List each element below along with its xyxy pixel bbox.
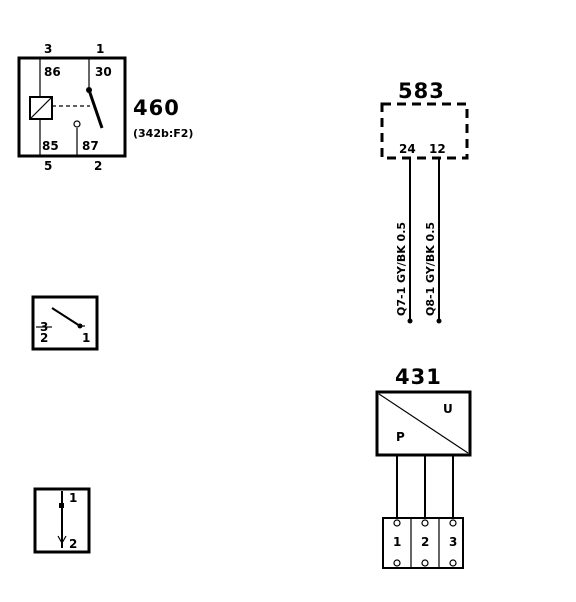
relay-term-87: 87 <box>82 139 99 153</box>
relay-term-86: 86 <box>44 65 61 79</box>
module-body <box>380 102 469 160</box>
wire-q7-label: Q7-1 GY/BK 0.5 <box>395 222 408 316</box>
wire-q8-label: Q8-1 GY/BK 0.5 <box>424 222 437 316</box>
relay-pin-3: 3 <box>44 42 52 56</box>
switch-a-pin-2: 2 <box>40 331 48 345</box>
relay-ref: (342b:F2) <box>133 127 193 140</box>
module-583: 583 24 12 Q7-1 GY/BK 0.5 Q8-1 GY/BK 0.5 <box>380 79 469 324</box>
sensor-pin-1: 1 <box>393 535 401 549</box>
relay-body <box>17 56 127 158</box>
switch-a-body <box>31 295 99 351</box>
relay-term-30: 30 <box>95 65 112 79</box>
module-id: 583 <box>398 79 445 103</box>
sensor-label-p: P <box>396 430 405 444</box>
switch-b: 1 2 <box>33 487 91 554</box>
switch-a-pin-3: 3 <box>40 320 48 334</box>
relay-pin-2: 2 <box>94 159 102 173</box>
sensor-pin-2: 2 <box>421 535 429 549</box>
relay-pin-5: 5 <box>44 159 52 173</box>
relay-460: 86 30 85 87 3 1 5 2 460 (342b:F2) <box>17 42 193 173</box>
switch-b-pin-2: 2 <box>69 537 77 551</box>
switch-a: 3 2 1 <box>31 295 99 351</box>
relay-pin-1: 1 <box>96 42 104 56</box>
switch-a-pin-1: 1 <box>82 331 90 345</box>
relay-coil <box>29 96 53 120</box>
switch-b-body <box>33 487 91 554</box>
sensor-id: 431 <box>395 365 442 389</box>
sensor-connector: 1 2 3 <box>382 517 464 569</box>
sensor-pin-3: 3 <box>449 535 457 549</box>
module-pin-24: 24 <box>399 142 416 156</box>
sensor-body <box>375 390 472 457</box>
sensor-431: 431 U P 1 2 3 <box>375 365 472 569</box>
switch-b-pin-1: 1 <box>69 491 77 505</box>
relay-id: 460 <box>133 96 180 120</box>
sensor-label-u: U <box>443 402 453 416</box>
relay-term-85: 85 <box>42 139 59 153</box>
module-pin-12: 12 <box>429 142 446 156</box>
